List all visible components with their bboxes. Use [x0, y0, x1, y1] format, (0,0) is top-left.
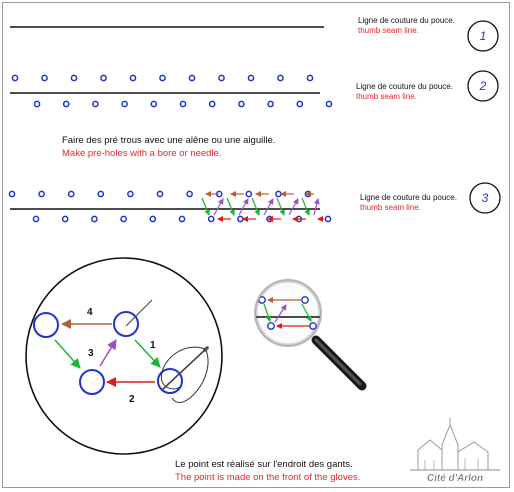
- step-badge-3: [469, 182, 501, 214]
- detail-hole-top-left: [33, 312, 59, 338]
- pre-hole: [296, 100, 304, 108]
- detail-hole-bottom-right: [157, 368, 183, 394]
- pre-hole: [237, 215, 244, 223]
- pre-hole: [41, 74, 48, 82]
- pre-hole: [97, 190, 105, 198]
- pre-hole: [91, 215, 98, 223]
- step-number-2: 2: [479, 79, 487, 93]
- pre-hole: [207, 215, 215, 223]
- stitch-arrow: [226, 197, 235, 216]
- stitch-arrow: [301, 197, 310, 216]
- instruction-fr: Faire des pré trous avec une alêne ou un…: [62, 135, 276, 146]
- pre-hole: [238, 100, 245, 108]
- stitch-arrow: [251, 197, 260, 216]
- pre-hole: [38, 190, 45, 198]
- pre-hole: [275, 190, 282, 198]
- pre-hole: [156, 190, 164, 198]
- step-label-2: Ligne de couture du pouce. thumb seam li…: [356, 82, 453, 102]
- step-badge-1: [467, 20, 499, 52]
- pre-hole: [127, 190, 134, 198]
- pre-hole: [159, 74, 166, 82]
- stitch-arrow: [213, 198, 224, 216]
- step-number-3: 3: [482, 191, 489, 205]
- cite-darlon-logo: Cité d'Arlon: [410, 418, 500, 484]
- pre-hole: [178, 215, 186, 223]
- pre-hole: [129, 74, 137, 82]
- pre-hole: [325, 100, 333, 108]
- pre-hole: [120, 215, 127, 223]
- pre-hole: [32, 215, 40, 223]
- magnifying-glass-icon: [254, 279, 367, 391]
- pre-hole: [186, 190, 193, 198]
- stitch-arrow: [276, 197, 285, 216]
- pre-holes-step-3: [8, 190, 332, 223]
- stitch-arrow-3: [99, 339, 117, 367]
- pre-hole: [277, 74, 284, 82]
- pre-hole: [61, 215, 69, 223]
- pre-hole: [324, 215, 332, 223]
- pre-hole: [306, 74, 314, 82]
- pre-hole: [121, 100, 128, 108]
- stitch-arrow: [288, 198, 299, 216]
- page-frame: [2, 2, 510, 488]
- stitch-arrow: [238, 198, 249, 216]
- needle-and-thread-icon: [125, 299, 209, 403]
- pre-hole: [267, 100, 274, 108]
- step-label-1-fr: Ligne de couture du pouce.: [358, 16, 455, 25]
- stitch-arrow: [201, 197, 210, 216]
- pre-hole: [8, 190, 16, 198]
- stitch-number-1: 1: [150, 340, 156, 351]
- pre-hole: [62, 100, 70, 108]
- footer-en: The point is made on the front of the gl…: [175, 472, 361, 483]
- detail-hole-top-right: [113, 311, 139, 337]
- footer-text: Le point est réalisé sur l'endroit des g…: [175, 458, 360, 484]
- pre-hole: [179, 100, 187, 108]
- pre-hole: [208, 100, 216, 108]
- pre-hole: [218, 74, 225, 82]
- step-label-3-en: thumb seam line.: [360, 203, 421, 212]
- pre-hole: [70, 74, 78, 82]
- pre-hole: [100, 74, 107, 82]
- pre-hole: [92, 100, 99, 108]
- detail-circle: [25, 257, 223, 455]
- pre-hole: [247, 74, 255, 82]
- stitch-number-4: 4: [87, 307, 93, 318]
- stitch-number-2: 2: [129, 394, 135, 405]
- step-number-1: 1: [480, 29, 487, 43]
- stitch-number-3: 3: [88, 348, 94, 359]
- step-label-3-fr: Ligne de couture du pouce.: [360, 193, 457, 202]
- step-label-3: Ligne de couture du pouce. thumb seam li…: [360, 193, 457, 213]
- pre-hole: [11, 74, 19, 82]
- stitch-arrow-1: [134, 339, 161, 368]
- stitch-arrow: [313, 198, 320, 216]
- step-label-2-en: thumb seam line.: [356, 92, 417, 101]
- detail-hole-bottom-left: [79, 369, 105, 395]
- pre-hole: [33, 100, 41, 108]
- logo-text: Cité d'Arlon: [427, 473, 483, 484]
- stitch-arrow-green-left: [54, 339, 81, 369]
- step-label-1: Ligne de couture du pouce. thumb seam li…: [358, 16, 455, 36]
- pre-hole: [245, 190, 253, 198]
- pre-holes-step-2: [11, 74, 333, 108]
- pre-hole: [149, 215, 157, 223]
- stitch-detail: 4 3 1 2: [25, 257, 223, 455]
- pre-hole: [150, 100, 158, 108]
- instruction-text: Faire des pré trous avec une alêne ou un…: [62, 134, 275, 160]
- step-label-1-en: thumb seam line.: [358, 26, 419, 35]
- instruction-en: Make pre-holes with a bore or needle.: [62, 148, 222, 159]
- pre-hole: [188, 74, 196, 82]
- pre-hole: [67, 190, 75, 198]
- lens-content: [256, 296, 320, 330]
- step-label-2-fr: Ligne de couture du pouce.: [356, 82, 453, 91]
- footer-fr: Le point est réalisé sur l'endroit des g…: [175, 459, 353, 470]
- stitch-arrows-step-3: [201, 191, 324, 222]
- step-badge-2: [467, 70, 499, 102]
- stitch-arrow: [263, 198, 274, 216]
